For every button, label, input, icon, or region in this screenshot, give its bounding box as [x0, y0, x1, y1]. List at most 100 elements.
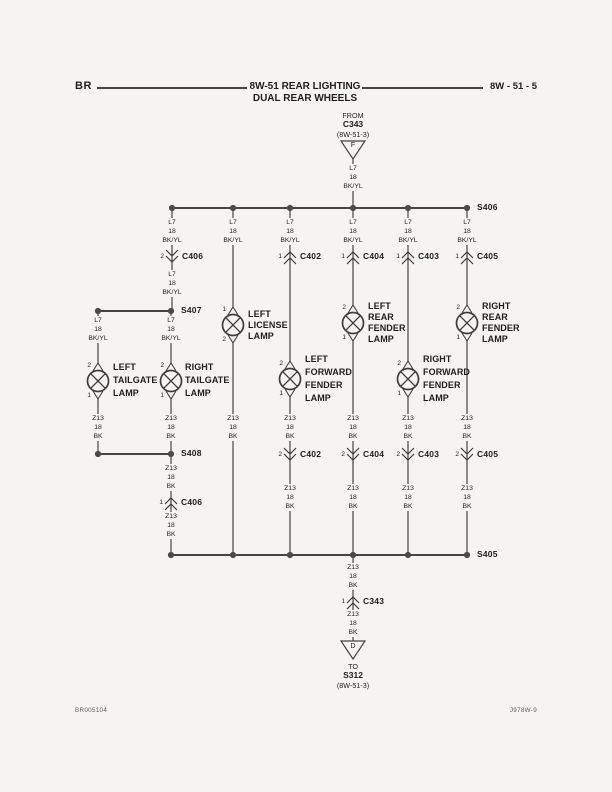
connector-c403-bottom-pin: 2 [396, 451, 400, 458]
connector-c405-bottom-symbol [460, 447, 474, 461]
connector-c343-pin: 1 [341, 598, 345, 605]
right-rear-fender-pin-top: 2 [456, 304, 460, 311]
destination-page-ref: (8W-51-3) [336, 681, 370, 690]
connector-c405-bottom-pin: 2 [455, 451, 459, 458]
destination-arrow-letter: D [350, 643, 356, 650]
connector-c406-top-symbol [165, 249, 179, 263]
wire-label-z13-right-tailgate: Z13 18 BK [163, 414, 179, 441]
connector-c406-top-pin: 2 [160, 253, 164, 260]
connector-c405-top-pin: 1 [455, 253, 459, 260]
connector-c403-top-pin: 1 [396, 253, 400, 260]
source-arrow-triangle [339, 140, 367, 161]
wire-label-l7-col5: L7 18 BK/YL [396, 218, 420, 245]
left-license-lamp-symbol [221, 313, 245, 337]
connector-c402-top-pin: 1 [278, 253, 282, 260]
lamp-left-forward-fender-label: LEFT FORWARD FENDER LAMP [305, 354, 353, 403]
wire-label-l7-col1: L7 18 BK/YL [160, 218, 184, 245]
connector-c406-top-name: C406 [182, 251, 204, 261]
wire-label-l7-feed: L7 18 BK/YL [341, 164, 365, 191]
connector-c404-top-name: C404 [363, 251, 385, 261]
page-title-line1: 8W-51 REAR LIGHTING [249, 81, 361, 92]
splice-s405: S405 [477, 549, 498, 559]
wire-label-z13-below-c406: Z13 18 BK [163, 512, 179, 539]
wire-label-l7-below-c406: L7 18 BK/YL [160, 270, 184, 297]
left-tailgate-pin-top: 2 [87, 362, 91, 369]
right-rear-fender-pin-bottom: 1 [456, 334, 460, 341]
left-tailgate-pin-bottom: 1 [87, 392, 91, 399]
lamp-left-license-label: LEFT LICENSE LAMP [248, 309, 288, 341]
destination-arrow-triangle [339, 640, 367, 661]
left-license-pin-bottom: 2 [222, 336, 226, 343]
wire-label-z13-col6-lower: Z13 18 BK [459, 484, 475, 511]
connector-symbols [164, 249, 474, 610]
splice-s408: S408 [181, 448, 202, 458]
connector-c402-bottom-name: C402 [300, 449, 322, 459]
left-rear-fender-pin-top: 2 [342, 304, 346, 311]
connector-c406-bottom-name: C406 [181, 497, 203, 507]
destination-direction-label: TO [348, 662, 358, 671]
wire-label-z13-col4-lower: Z13 18 BK [345, 484, 361, 511]
wire-label-l7-right-tailgate: L7 18 BK/YL [159, 316, 183, 343]
wire-label-l7-col3: L7 18 BK/YL [278, 218, 302, 245]
right-forward-fender-lamp-symbol [396, 367, 420, 391]
left-forward-fender-pin-bottom: 1 [279, 390, 283, 397]
wire-label-z13-col6-upper: Z13 18 BK [459, 414, 475, 441]
connector-c404-bottom-symbol [346, 447, 360, 461]
right-tailgate-lamp-symbol [159, 369, 183, 393]
left-tailgate-lamp-symbol [86, 369, 110, 393]
connector-c402-top-symbol [283, 251, 297, 265]
left-rear-fender-lamp-symbol [341, 311, 365, 335]
left-license-pin-top: 1 [222, 306, 226, 313]
wire-label-z13-col4-upper: Z13 18 BK [345, 414, 361, 441]
connector-c402-top-name: C402 [300, 251, 322, 261]
wire-label-z13-below-c343: Z13 18 BK [345, 610, 361, 637]
destination-splice-name: S312 [343, 670, 363, 680]
lamp-left-rear-fender-label: LEFT REAR FENDER LAMP [368, 301, 406, 344]
wire-label-z13-below-bus: Z13 18 BK [345, 563, 361, 590]
connector-c343-symbol [346, 596, 360, 610]
lamp-left-tailgate-label: LEFT TAILGATE LAMP [113, 362, 158, 398]
source-page-ref: (8W-51-3) [336, 130, 370, 139]
page-number: 8W - 51 - 5 [490, 81, 537, 92]
connector-c404-bottom-pin: 2 [341, 451, 345, 458]
right-forward-fender-pin-top: 2 [397, 360, 401, 367]
chassis-code: BR [75, 80, 92, 92]
wire-label-l7-col2: L7 18 BK/YL [221, 218, 245, 245]
splice-dots [94, 204, 471, 559]
left-forward-fender-pin-top: 2 [279, 360, 283, 367]
right-rear-fender-lamp-symbol [455, 311, 479, 335]
left-forward-fender-lamp-symbol [278, 367, 302, 391]
connector-c405-top-name: C405 [477, 251, 499, 261]
connector-c405-top-symbol [460, 251, 474, 265]
wire-label-l7-col4: L7 18 BK/YL [341, 218, 365, 245]
lamp-terminal-chevrons [92, 303, 473, 401]
connector-c403-bottom-name: C403 [418, 449, 440, 459]
connector-c406-bottom-symbol [164, 497, 178, 511]
connector-c343-name: C343 [363, 596, 385, 606]
source-direction-label: FROM [342, 111, 364, 120]
lamp-right-tailgate-label: RIGHT TAILGATE LAMP [185, 362, 230, 398]
wire-label-z13-below-s408: Z13 18 BK [163, 464, 179, 491]
connector-c402-bottom-pin: 2 [278, 451, 282, 458]
splice-s407: S407 [181, 305, 202, 315]
connector-c403-top-name: C403 [418, 251, 440, 261]
lamp-right-forward-fender-label: RIGHT FORWARD FENDER LAMP [423, 354, 471, 403]
right-tailgate-pin-top: 2 [160, 362, 164, 369]
source-connector-name: C343 [342, 119, 364, 129]
lamp-right-rear-fender-label: RIGHT REAR FENDER LAMP [482, 301, 520, 344]
right-tailgate-pin-bottom: 1 [160, 392, 164, 399]
wire-label-z13-col3-upper: Z13 18 BK [282, 414, 298, 441]
footer-doc-code: BR005104 [75, 707, 108, 714]
page-title-line2: DUAL REAR WHEELS [252, 93, 358, 104]
wire-label-l7-left-tailgate: L7 18 BK/YL [86, 316, 110, 343]
connector-c403-top-symbol [401, 251, 415, 265]
wire-label-z13-col3-lower: Z13 18 BK [282, 484, 298, 511]
footer-artwork-code: J978W-9 [509, 707, 537, 714]
wire-label-z13-col5-lower: Z13 18 BK [400, 484, 416, 511]
left-rear-fender-pin-bottom: 1 [342, 334, 346, 341]
connector-c404-top-pin: 1 [341, 253, 345, 260]
connector-c403-bottom-symbol [401, 447, 415, 461]
wire-label-l7-col6: L7 18 BK/YL [455, 218, 479, 245]
connector-c406-bottom-pin: 1 [159, 499, 163, 506]
